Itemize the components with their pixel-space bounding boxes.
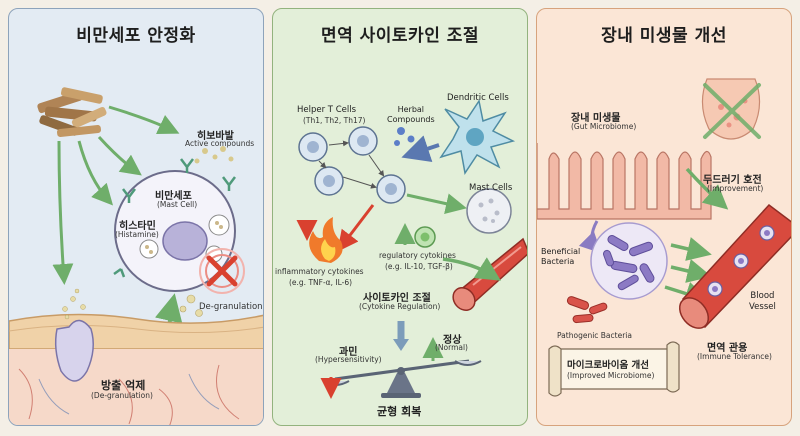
- panel1-illustration: [9, 87, 263, 425]
- inflammation-flame-icon: [309, 217, 343, 263]
- blood-vessel-2-icon: [678, 203, 791, 329]
- hypersensitivity-label: 과민: [339, 347, 358, 358]
- inflammatory-cytokines-label: inflammatory cytokines: [275, 267, 364, 276]
- mast-cell-2-icon: [466, 188, 512, 234]
- normal-label: 정상: [443, 335, 462, 346]
- immune-tolerance-en-label: (Immune Tolerance): [697, 352, 772, 361]
- degranulation-label: De-granulation: [199, 302, 263, 312]
- torso-icon: [701, 78, 761, 140]
- mast-cells-label: Mast Cells: [469, 183, 513, 193]
- gut-microbiome-label: 장내 미생물: [571, 113, 621, 124]
- regulatory-cytokines-label: regulatory cytokines: [379, 251, 456, 260]
- panel1-title: 비만세포 안정화: [76, 26, 196, 46]
- improved-microbiome-label: 마이크로바이옴 개선: [567, 360, 649, 371]
- intestinal-villi-icon: [537, 143, 712, 220]
- panel-cytokine-regulation: 면역 사이토카인 조절 Helper T Cells (Th1, Th2, Th…: [272, 8, 528, 426]
- improved-microbiome-en-label: (Improved Microbiome): [567, 371, 655, 380]
- panel3-illustration: [537, 78, 791, 397]
- gut-microbiome-en-label: (Gut Microbiome): [571, 122, 637, 131]
- balance-scale-icon: [322, 359, 482, 398]
- helper-t-cells-sub-label: (Th1, Th2, Th17): [303, 116, 366, 125]
- improvement-en-label: (Improvement): [707, 184, 764, 193]
- immune-tolerance-label: 면역 관용: [707, 343, 748, 354]
- histamine-label: 히스타민: [119, 221, 156, 232]
- mast-cell-label: 비만세포: [155, 191, 192, 202]
- release-suppression-en-label: (De-granulation): [91, 391, 153, 400]
- cytokine-regulation-en-label: (Cytokine Regulation): [359, 302, 441, 311]
- mast-cell-en-label: (Mast Cell): [157, 200, 198, 209]
- active-compounds-label: 히보바발: [197, 131, 234, 142]
- scroll-icon: [548, 341, 680, 397]
- herb-pile-icon: [37, 87, 107, 137]
- improvement-label: 두드러기 호전: [703, 175, 762, 186]
- blood-vessel-label: Blood Vessel: [749, 291, 776, 312]
- panel-mast-cell-stabilization: 비만세포 안정화 히보바발 Active compounds 비만세포 (Mas…: [8, 8, 264, 426]
- dendritic-cell-icon: [439, 99, 516, 175]
- beneficial-bacteria-icon: [590, 222, 668, 300]
- beneficial-bacteria-label: Beneficial Bacteria: [541, 247, 581, 266]
- panel2-illustration: [296, 99, 527, 399]
- panel-gut-microbiome: 장내 미생물 개선 장내 미생물 (Gut Microbiome) 두드러기 호…: [536, 8, 792, 426]
- active-compounds-en-label: Active compounds: [185, 139, 255, 148]
- helper-t-cells-label: Helper T Cells: [297, 105, 357, 115]
- normal-en-label: (Normal): [435, 343, 468, 352]
- cytokine-regulation-label: 사이토카인 조절: [363, 293, 431, 304]
- balance-restore-label: 균형 회복: [377, 405, 422, 418]
- regulatory-cytokines-sub-label: (e.g. IL-10, TGF-β): [385, 262, 453, 271]
- panel2-title: 면역 사이토카인 조절: [320, 26, 480, 46]
- histamine-en-label: (Histamine): [115, 230, 159, 239]
- dendritic-cells-label: Dendritic Cells: [447, 93, 509, 103]
- inflammatory-cytokines-sub-label: (e.g. TNF-α, IL-6): [289, 278, 353, 287]
- pathogenic-bacteria-icon: [566, 296, 608, 324]
- panel3-title: 장내 미생물 개선: [601, 26, 727, 46]
- hypersensitivity-en-label: (Hypersensitivity): [315, 355, 382, 364]
- block-x-icon: [199, 248, 245, 294]
- blood-vessel-icon: [452, 237, 527, 311]
- pathogenic-bacteria-label: Pathogenic Bacteria: [557, 331, 632, 340]
- release-suppression-label: 방출 억제: [101, 379, 146, 392]
- herbal-compounds-label: Herbal Compounds: [387, 105, 435, 124]
